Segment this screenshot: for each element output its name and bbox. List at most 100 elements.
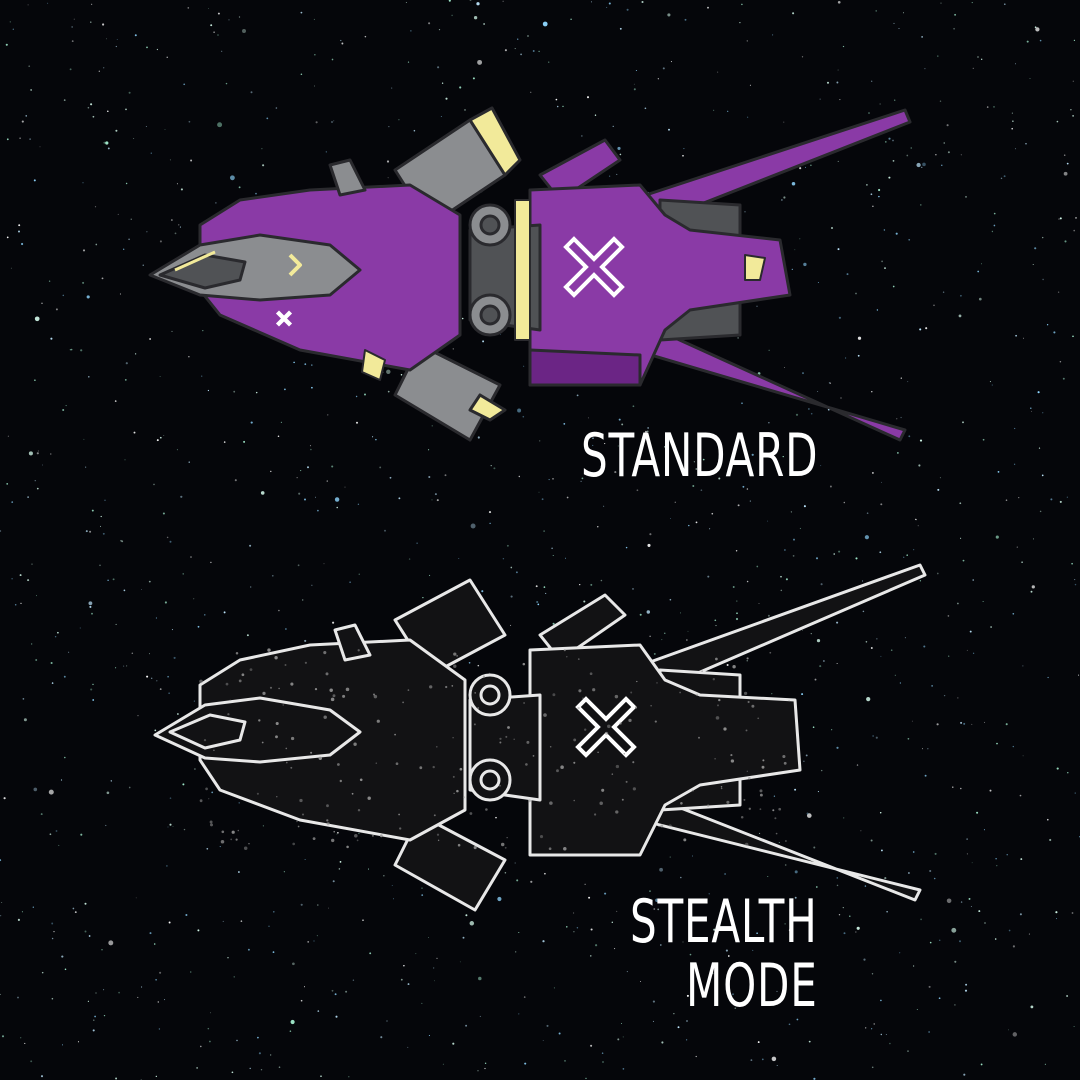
star [680, 612, 681, 614]
star [502, 0, 504, 2]
hull-speckle [278, 687, 280, 690]
star [880, 503, 883, 506]
star [954, 1004, 956, 1006]
star [19, 574, 22, 577]
star [29, 138, 31, 140]
hull-speckle [548, 847, 552, 851]
star [307, 940, 310, 943]
hull-speckle [453, 652, 457, 656]
star [55, 308, 58, 311]
star [595, 944, 598, 947]
hull-speckle [376, 719, 380, 723]
star [47, 2, 49, 4]
hull-speckle [720, 787, 723, 790]
star [799, 238, 801, 240]
star [11, 577, 13, 580]
star [924, 67, 926, 70]
star [946, 898, 952, 904]
star [816, 638, 821, 643]
star [328, 907, 330, 909]
star [793, 538, 795, 541]
star [731, 460, 734, 463]
star [357, 503, 360, 505]
star [860, 830, 862, 832]
star [1046, 324, 1049, 326]
star [94, 1015, 96, 1018]
star [133, 138, 135, 140]
hull-speckle [539, 835, 544, 839]
star [62, 408, 65, 412]
star [667, 13, 671, 17]
star [833, 553, 835, 555]
star [398, 497, 401, 500]
star [781, 199, 783, 201]
star [994, 938, 997, 940]
star [585, 1077, 587, 1080]
star [1003, 3, 1006, 6]
star [894, 99, 896, 101]
star [820, 769, 823, 772]
star [33, 787, 38, 792]
star [92, 683, 94, 686]
star [469, 0, 472, 1]
hull-speckle [577, 658, 580, 660]
star [22, 698, 25, 700]
star [894, 674, 896, 676]
star [331, 58, 334, 61]
star [1031, 410, 1033, 412]
star [292, 962, 295, 966]
star [1011, 127, 1013, 130]
hull-speckle [243, 846, 248, 850]
star [971, 723, 973, 725]
star [266, 117, 269, 120]
star [88, 601, 93, 606]
star [544, 872, 546, 875]
hull-speckle [437, 839, 440, 842]
hull-speckle [630, 691, 633, 694]
star [695, 468, 698, 470]
star [257, 1036, 259, 1039]
star [602, 1061, 604, 1063]
star [146, 231, 148, 233]
star [17, 230, 21, 233]
star [169, 159, 171, 161]
star [538, 491, 540, 493]
star [801, 693, 804, 696]
star [562, 105, 564, 108]
star [82, 182, 84, 184]
star [794, 788, 797, 791]
star [30, 89, 32, 91]
star [1049, 838, 1052, 842]
hull-speckle [304, 661, 307, 664]
star [148, 653, 150, 655]
star [300, 903, 303, 906]
star [971, 862, 973, 864]
star [865, 1027, 867, 1029]
star [969, 630, 972, 633]
star [108, 940, 114, 946]
star [83, 438, 85, 440]
star [817, 281, 819, 284]
star [1066, 496, 1068, 498]
star [784, 864, 787, 866]
hull-speckle [784, 840, 787, 842]
star [584, 883, 586, 885]
star [225, 82, 228, 85]
star [25, 115, 27, 117]
star [349, 581, 351, 583]
star [164, 999, 166, 1001]
hull-speckle [436, 833, 440, 836]
star [325, 151, 327, 153]
star [100, 515, 102, 518]
star [741, 402, 743, 405]
star [823, 660, 825, 662]
star [398, 119, 400, 121]
star [776, 1064, 778, 1067]
hull-speckle [532, 755, 535, 757]
hull-speckle [599, 801, 603, 805]
star [875, 736, 878, 739]
star [989, 381, 991, 383]
star [959, 502, 962, 505]
hull-speckle [556, 769, 559, 773]
hull-speckle [632, 787, 637, 791]
